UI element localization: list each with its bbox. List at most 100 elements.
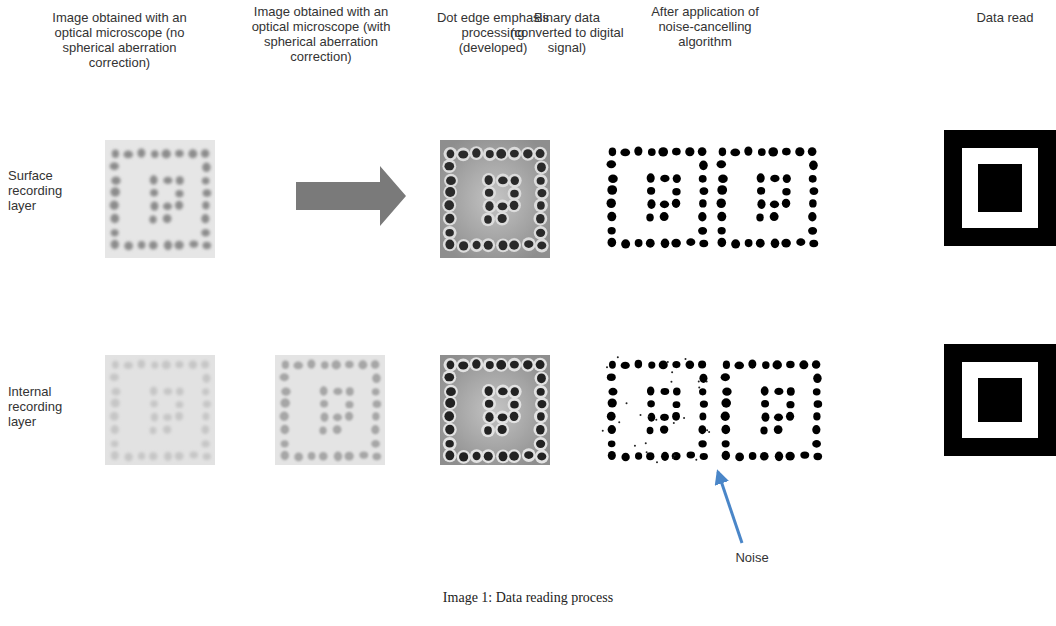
dot-halo [495, 423, 509, 437]
noise-speck [706, 381, 708, 383]
dot [698, 440, 706, 447]
dot [280, 398, 290, 407]
dot-halo [469, 357, 483, 371]
dot [201, 149, 209, 158]
dot-halo [443, 185, 457, 199]
dot-halo [483, 199, 497, 213]
dot [149, 215, 156, 223]
dot [294, 452, 303, 461]
dot [510, 150, 519, 158]
dot-halo [481, 424, 495, 438]
dot [111, 425, 119, 434]
dot [485, 386, 493, 396]
noise-speck [634, 445, 636, 447]
noise-speck [602, 430, 604, 432]
dot [537, 201, 545, 210]
dot [281, 451, 289, 460]
dot [499, 240, 508, 250]
dot-halo [533, 358, 547, 372]
dot-pattern [717, 146, 819, 248]
dot [673, 174, 681, 183]
dot [110, 187, 120, 196]
dot [459, 241, 468, 250]
noise-speck [671, 371, 673, 373]
dot-halo [535, 239, 549, 253]
dot-halo [507, 449, 521, 463]
dot-halo [442, 198, 456, 212]
dot [189, 240, 198, 247]
dot-halo [456, 359, 470, 373]
dot-halo [521, 147, 535, 161]
dot-halo [443, 423, 457, 437]
dot [163, 425, 171, 433]
dot [700, 400, 708, 407]
dot [175, 412, 183, 421]
dot [151, 150, 159, 158]
dot-halo [534, 410, 548, 424]
dot [748, 359, 756, 368]
dot [700, 187, 709, 195]
column-header: Image obtained with an optical microscop… [32, 10, 207, 70]
dot [536, 214, 545, 224]
dot [718, 174, 728, 182]
dot [331, 360, 340, 369]
dot [774, 425, 783, 434]
dot [486, 150, 494, 158]
dot [371, 440, 380, 448]
dot [372, 412, 379, 420]
dot [510, 190, 519, 198]
dot-halo [534, 226, 548, 240]
dot [175, 190, 183, 197]
dot [686, 238, 695, 246]
code-square [962, 362, 1038, 438]
dot [333, 388, 342, 395]
noise-speck [674, 454, 676, 456]
dot [444, 411, 454, 421]
dot [163, 414, 172, 421]
dot [485, 412, 493, 422]
dot-halo [496, 385, 510, 399]
dot [647, 427, 654, 435]
dot [110, 412, 119, 421]
dot-halo [535, 450, 549, 464]
dot [672, 361, 680, 368]
dot [510, 412, 519, 421]
dot [686, 361, 695, 369]
dot [472, 148, 480, 158]
dot [372, 388, 380, 395]
dot [757, 173, 765, 183]
noise-speck [626, 402, 628, 404]
dot [699, 175, 707, 183]
dot [280, 425, 289, 434]
dot [608, 440, 616, 447]
dot [685, 147, 694, 156]
dot-halo [443, 212, 457, 226]
dot [608, 238, 617, 248]
dot [202, 201, 209, 209]
noise-speck [683, 417, 685, 419]
dot [786, 361, 794, 368]
dot [768, 147, 778, 156]
dot-halo [494, 358, 508, 372]
dot [445, 229, 453, 237]
dot [176, 401, 184, 408]
dot [536, 149, 545, 158]
dot [176, 176, 184, 184]
dot [646, 452, 654, 460]
dot [498, 202, 507, 210]
dot [473, 452, 481, 460]
dot [813, 453, 822, 460]
dot [731, 239, 740, 248]
dot-halo [469, 146, 483, 160]
dot [112, 361, 119, 369]
dot [745, 239, 753, 247]
dot [203, 453, 211, 460]
dot [110, 374, 119, 381]
dot [444, 200, 454, 210]
dot [371, 425, 379, 434]
dot [659, 361, 668, 370]
dot [319, 426, 326, 434]
dot [721, 412, 730, 421]
dot [814, 400, 823, 408]
dot-halo [443, 449, 457, 463]
